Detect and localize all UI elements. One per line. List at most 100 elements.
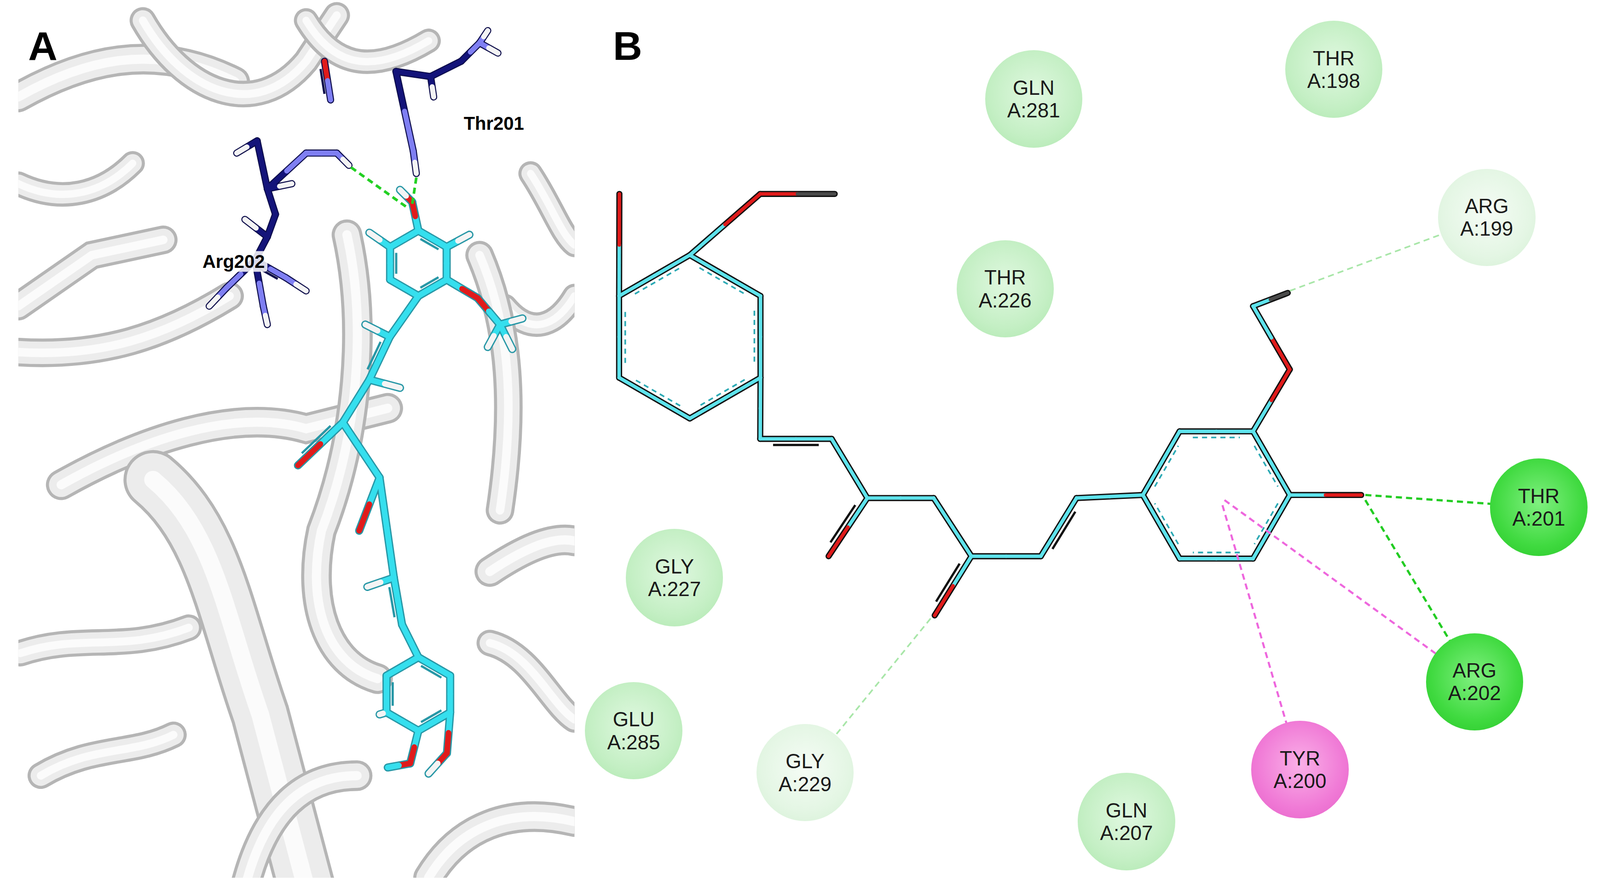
protein-tube bbox=[505, 295, 575, 325]
protein-tube bbox=[18, 163, 133, 195]
bond-outline bbox=[410, 730, 419, 764]
bond bbox=[511, 318, 523, 322]
bond-outline bbox=[386, 657, 419, 676]
bond bbox=[393, 577, 399, 601]
bond bbox=[359, 503, 370, 531]
bond bbox=[279, 183, 293, 187]
bond-outline bbox=[342, 422, 380, 478]
bond-outline bbox=[442, 247, 451, 280]
bond bbox=[295, 284, 307, 291]
bond bbox=[402, 657, 419, 667]
bond bbox=[367, 582, 381, 587]
double-bond bbox=[420, 277, 439, 288]
residue-label: Arg202 bbox=[199, 250, 268, 272]
aromatic-bond bbox=[624, 310, 627, 364]
bond bbox=[900, 496, 934, 500]
bond-outline bbox=[379, 712, 387, 715]
bond bbox=[797, 192, 835, 197]
bond-outline bbox=[412, 202, 419, 231]
bond-outline bbox=[386, 247, 395, 280]
aromatic-bond bbox=[635, 267, 681, 295]
interaction-line bbox=[1289, 234, 1442, 291]
bond-outline bbox=[359, 477, 380, 531]
bond bbox=[867, 496, 901, 500]
bond bbox=[267, 170, 287, 189]
protein-tube-highlight bbox=[20, 627, 189, 653]
bond-outline bbox=[1289, 491, 1362, 498]
bond-outline bbox=[399, 189, 413, 203]
bond bbox=[399, 189, 406, 196]
bond-outline bbox=[445, 675, 455, 713]
residue-name: GLY A:229 bbox=[769, 749, 840, 796]
double-bond bbox=[1052, 511, 1076, 549]
bond bbox=[413, 74, 431, 77]
protein-tube bbox=[428, 816, 575, 878]
bond bbox=[617, 193, 622, 245]
residue-circle: GLY A:229 bbox=[756, 723, 854, 821]
bond bbox=[389, 316, 405, 337]
bond-outline bbox=[1040, 497, 1077, 556]
bond bbox=[617, 244, 622, 296]
residue-name: ARG A:202 bbox=[1439, 658, 1510, 705]
bond bbox=[1271, 337, 1290, 370]
residue-circle: THR A:198 bbox=[1285, 20, 1383, 118]
residue-circle: THR A:226 bbox=[956, 240, 1054, 338]
panel-letter: A bbox=[28, 22, 58, 70]
double-bond bbox=[830, 504, 856, 543]
panel-a-render bbox=[18, 15, 575, 878]
protein-tube bbox=[530, 173, 575, 245]
bond-outline bbox=[971, 553, 1041, 560]
bond-outline bbox=[689, 254, 761, 296]
bond bbox=[386, 527, 394, 578]
protein-tube bbox=[306, 20, 429, 62]
bond-outline bbox=[500, 318, 523, 325]
double-bond bbox=[320, 69, 325, 94]
residue-label: Thr201 bbox=[461, 113, 527, 134]
bond-outline bbox=[867, 494, 934, 501]
bond-outline bbox=[831, 438, 868, 498]
protein-tube bbox=[18, 163, 133, 195]
bond-outline bbox=[1143, 431, 1180, 495]
bond-outline bbox=[616, 295, 623, 378]
protein-tube-highlight bbox=[479, 254, 509, 510]
bond bbox=[244, 219, 256, 229]
bond-outline bbox=[689, 377, 761, 419]
bond bbox=[1005, 554, 1041, 559]
bond-outline bbox=[386, 712, 419, 731]
bond-outline bbox=[418, 230, 447, 247]
bond bbox=[430, 69, 446, 77]
bond-outline bbox=[395, 71, 414, 151]
bond bbox=[365, 324, 378, 331]
interaction-line bbox=[835, 618, 931, 736]
bond-outline bbox=[446, 279, 478, 299]
bond-outline bbox=[382, 675, 391, 713]
residue-circle: THR A:201 bbox=[1490, 458, 1588, 556]
aromatic-bond bbox=[699, 379, 745, 406]
panel-letter: B bbox=[612, 22, 643, 70]
protein-tube-highlight bbox=[306, 20, 429, 62]
bond bbox=[387, 765, 399, 768]
bond-outline bbox=[1179, 555, 1254, 562]
protein-tube-highlight bbox=[489, 539, 575, 572]
bond bbox=[758, 336, 763, 378]
interaction-line bbox=[1365, 500, 1450, 641]
bond-outline bbox=[263, 306, 268, 325]
bond bbox=[1289, 493, 1326, 497]
double-bond bbox=[935, 563, 960, 602]
bond-outline bbox=[267, 188, 276, 214]
bond-outline bbox=[1143, 494, 1180, 559]
protein-tube-highlight bbox=[505, 295, 575, 325]
bond bbox=[361, 450, 380, 478]
interaction-line bbox=[1365, 494, 1491, 504]
bond bbox=[689, 398, 726, 419]
bond-outline bbox=[1076, 494, 1143, 498]
protein-tube-highlight bbox=[40, 734, 174, 776]
bond bbox=[1271, 494, 1290, 527]
residue-circle: ARG A:202 bbox=[1426, 633, 1524, 731]
bond-outline bbox=[1253, 369, 1290, 432]
bond-outline bbox=[365, 324, 390, 337]
bond-outline bbox=[487, 324, 501, 347]
double-bond bbox=[301, 425, 331, 454]
bond-outline bbox=[324, 61, 331, 100]
protein-tube bbox=[505, 295, 575, 325]
